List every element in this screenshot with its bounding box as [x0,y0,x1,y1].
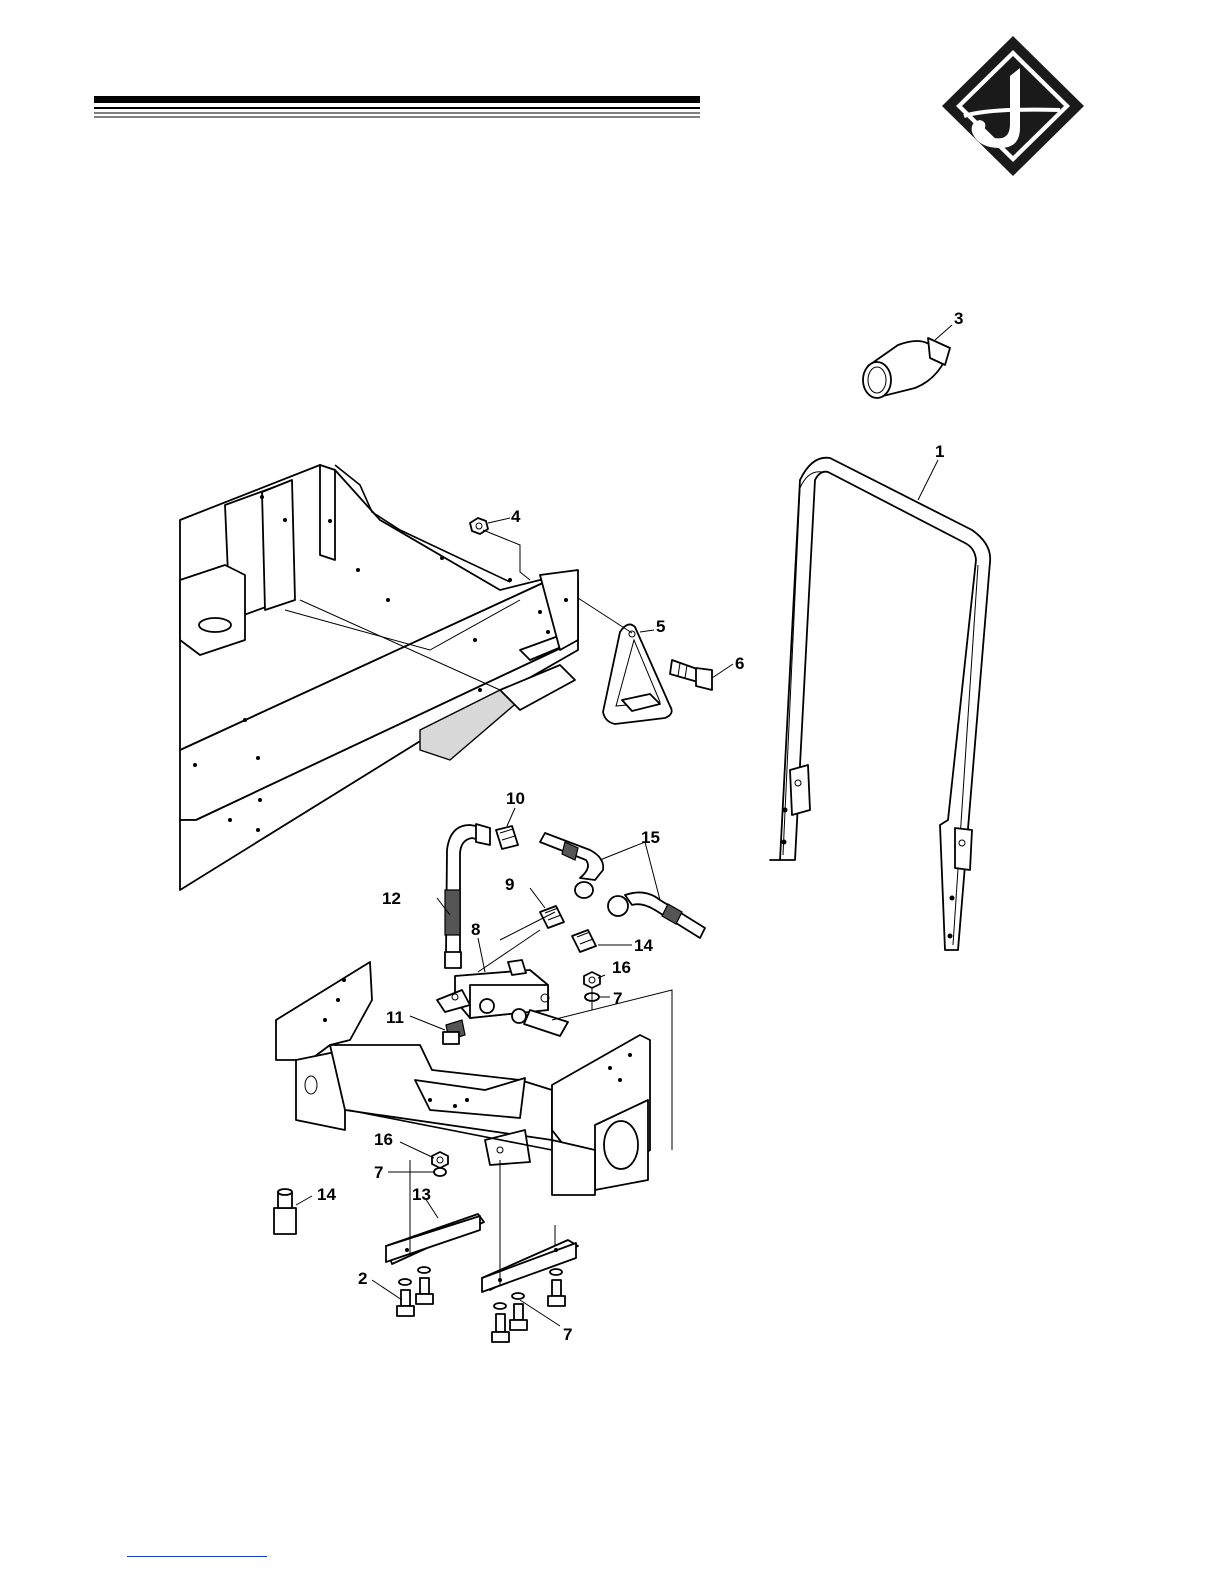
callout-7-lower: 7 [563,1325,572,1344]
callout-2: 2 [358,1269,367,1288]
brand-diamond-logo [942,36,1084,176]
callout-7-middle: 7 [374,1163,383,1182]
callout-8: 8 [471,920,480,939]
part-14-adapter-lower [274,1189,296,1234]
callout-15: 15 [641,828,660,847]
part-4-hex-nut [470,518,530,580]
callout-9: 9 [505,875,514,894]
callout-14-lower: 14 [317,1185,336,1204]
callout-4: 4 [511,507,521,526]
part-3-cap [863,338,950,398]
part-10-fitting [496,826,518,849]
part-11-elbow-fitting [443,1020,465,1044]
callout-10: 10 [506,789,525,808]
part-12-hose [445,824,490,968]
callout-5: 5 [656,617,665,636]
callout-1: 1 [935,442,944,461]
frame-chassis [180,465,578,890]
header-rule [94,96,700,117]
callout-7-upper: 7 [613,989,622,1008]
callout-11: 11 [386,1008,404,1027]
callout-14-upper: 14 [634,936,653,955]
callout-13: 13 [412,1185,431,1204]
part-2-bolts [397,1267,565,1342]
part-16-nut-lower [432,1152,448,1176]
footer-link-underline[interactable] [127,1556,267,1557]
part-9-fitting [540,906,564,928]
callout-16-upper: 16 [612,958,631,977]
part-14-fitting-upper [572,930,596,952]
part-1-roll-bar [770,458,990,950]
part-6-bolt [670,660,712,690]
callout-6: 6 [735,654,744,673]
part-16-nut-upper [584,972,600,1010]
callout-12: 12 [382,889,401,908]
callout-3: 3 [954,309,963,328]
callout-labels: 1 2 3 4 5 6 7 7 7 8 9 10 11 12 13 14 14 … [317,309,963,1344]
callout-16-lower: 16 [374,1130,393,1149]
